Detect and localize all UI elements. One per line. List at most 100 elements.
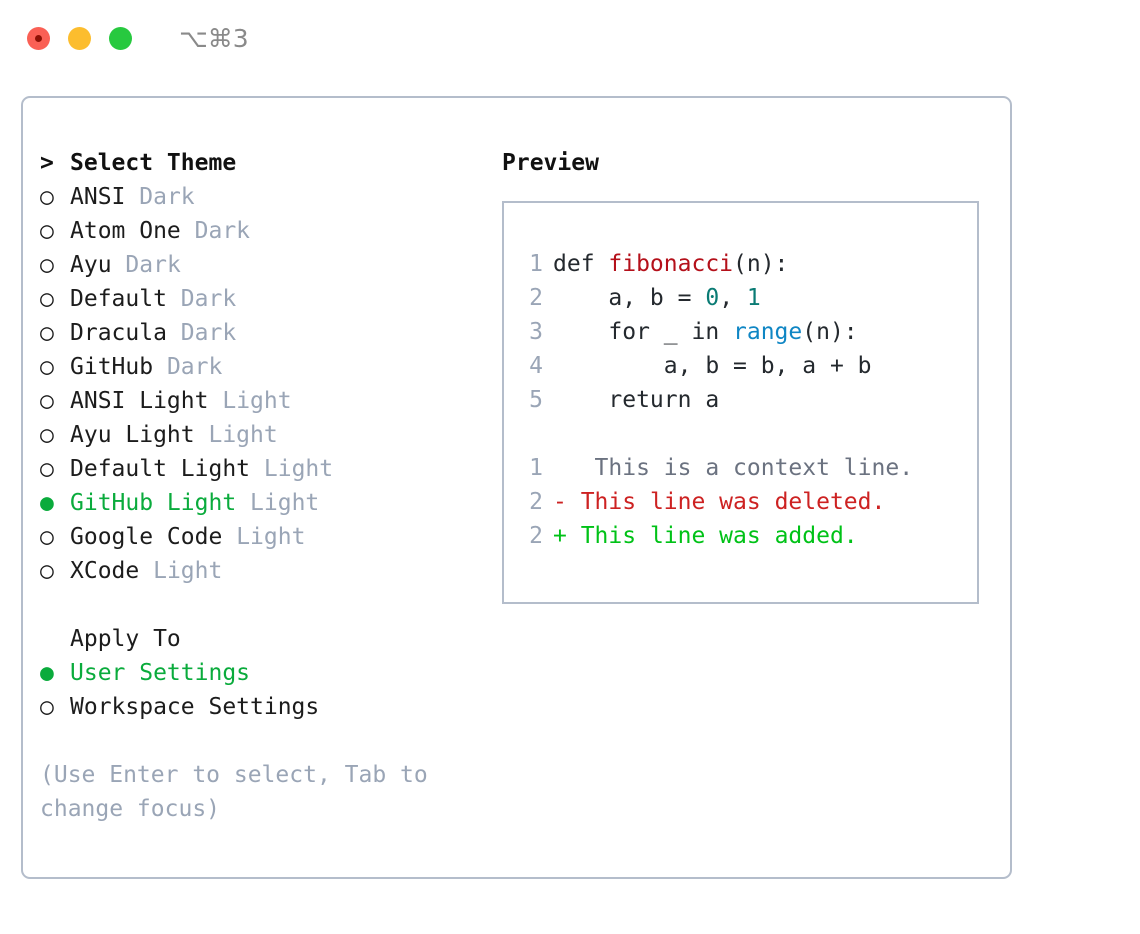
apply-to-header-indent [40,622,70,656]
list-section-spacer [40,588,480,622]
radio-unselected-icon[interactable]: ○ [40,320,54,346]
radio-unselected-icon[interactable]: ○ [40,456,54,482]
theme-label: Atom One [70,218,181,244]
apply-to-label: User Settings [70,660,251,686]
code-line: 4 a, b = b, a + b [519,349,977,383]
theme-variant: Dark [125,252,181,278]
theme-list-item-default[interactable]: ○Default Dark [40,282,480,316]
apply-to-item-workspace-settings[interactable]: ○ Workspace Settings [40,690,480,724]
radio-unselected-icon[interactable]: ○ [40,388,54,414]
theme-list-item-xcode[interactable]: ○XCode Light [40,554,480,588]
code-line: 2 a, b = 0, 1 [519,281,977,315]
line-number: 1 [529,455,543,481]
line-number: 2 [529,489,543,515]
theme-list-item-github-light[interactable]: ● GitHub Light Light [40,486,480,520]
line-number: 2 [529,523,543,549]
select-theme-header: > Select Theme [40,146,480,180]
code-token-function: fibonacci [608,251,734,277]
apply-to-header-label: Apply To [70,626,181,652]
code-token: def [553,251,609,277]
code-line: 5 return a [519,383,977,417]
theme-list-item-google-code[interactable]: ○Google Code Light [40,520,480,554]
radio-unselected-icon[interactable]: ○ [40,422,54,448]
line-number: 1 [529,251,543,277]
radio-unselected-icon[interactable]: ○ [40,558,54,584]
diff-line-deleted: 2- This line was deleted. [519,485,977,519]
code-token: a, b = b, a + b [553,353,872,379]
code-token: for _ in [553,319,734,345]
radio-unselected-icon[interactable]: ○ [40,218,54,244]
close-window-button[interactable] [27,26,50,50]
radio-unselected-icon[interactable]: ○ [40,694,54,720]
diff-marker [553,455,567,481]
code-token: a, b = [553,285,706,311]
diff-text: This line was added. [566,523,858,549]
traffic-light-controls [27,26,132,50]
line-number: 4 [529,353,543,379]
minimize-window-button[interactable] [68,26,91,50]
maximize-window-button[interactable] [109,26,132,50]
theme-variant: Light [208,422,278,448]
select-theme-header-label: Select Theme [70,150,237,176]
theme-variant: Dark [194,218,251,244]
apply-to-item-user-settings[interactable]: ● User Settings [40,656,480,690]
theme-list-item-ayu-light[interactable]: ○ Ayu Light Light [40,418,480,452]
theme-variant: Dark [166,354,223,380]
theme-list-item-atom-one[interactable]: ○ Atom One Dark [40,214,480,248]
line-number: 2 [529,285,543,311]
apply-to-header: Apply To [40,622,480,656]
theme-variant: Light [236,524,306,550]
theme-label: GitHub [70,354,154,380]
theme-list-item-github[interactable]: ○ GitHub Dark [40,350,480,384]
header-prefix-marker: > [40,150,54,176]
theme-label: Default Light [70,456,251,482]
keyboard-hint-text: (Use Enter to select, Tab to change focu… [40,762,428,822]
code-diff-separator [519,417,977,451]
main-panel: >Select Theme ○ANSI Dark ○Atom One Dark … [21,96,1012,879]
hint-spacer [40,724,480,758]
theme-variant: Light [263,456,334,482]
radio-selected-icon[interactable]: ● [40,490,54,516]
theme-list-item-default-light[interactable]: ○ Default Light Light [40,452,480,486]
code-line: 3 for _ in range(n): [519,315,977,349]
theme-variant: Dark [180,320,237,346]
radio-unselected-icon[interactable]: ○ [40,354,54,380]
theme-label: Default [70,286,167,312]
radio-unselected-icon[interactable]: ○ [40,184,54,210]
diff-marker-minus: - [553,489,567,515]
code-token: , [719,285,747,311]
diff-text: This line was deleted. [566,489,886,515]
code-token-number: 0 [705,285,720,311]
theme-label: Ayu [70,252,112,278]
theme-variant: Light [250,490,320,516]
code-token: (n): [733,251,789,277]
diff-marker-plus: + [553,523,567,549]
theme-label: ANSI [70,184,126,210]
code-token: return a [553,387,720,413]
code-token-call: range [733,319,803,345]
diff-line-context: 1 This is a context line. [519,451,977,485]
apply-to-label: Workspace Settings [70,694,320,720]
theme-list-item-ansi-light[interactable]: ○ANSI Light Light [40,384,480,418]
code-token: (n): [802,319,858,345]
radio-selected-icon[interactable]: ● [40,660,54,686]
radio-unselected-icon[interactable]: ○ [40,524,54,550]
theme-list-item-dracula[interactable]: ○Dracula Dark [40,316,480,350]
theme-variant: Dark [139,184,195,210]
line-number: 3 [529,319,543,345]
theme-label: Ayu Light [70,422,195,448]
radio-unselected-icon[interactable]: ○ [40,252,54,278]
theme-label: GitHub Light [70,490,237,516]
keyboard-shortcut-label: ⌥⌘3 [179,23,249,53]
code-line: 1 def fibonacci(n): [519,247,977,281]
theme-list-item-ansi[interactable]: ○ ANSI Dark [40,180,480,214]
theme-list-item-ayu[interactable]: ○ Ayu Dark [40,248,480,282]
title-bar: ⌥⌘3 [0,0,1140,76]
diff-line-added: 2 + This line was added. [519,519,977,553]
radio-unselected-icon[interactable]: ○ [40,286,54,312]
preview-title: Preview [502,150,599,176]
theme-label: ANSI Light [70,388,209,414]
